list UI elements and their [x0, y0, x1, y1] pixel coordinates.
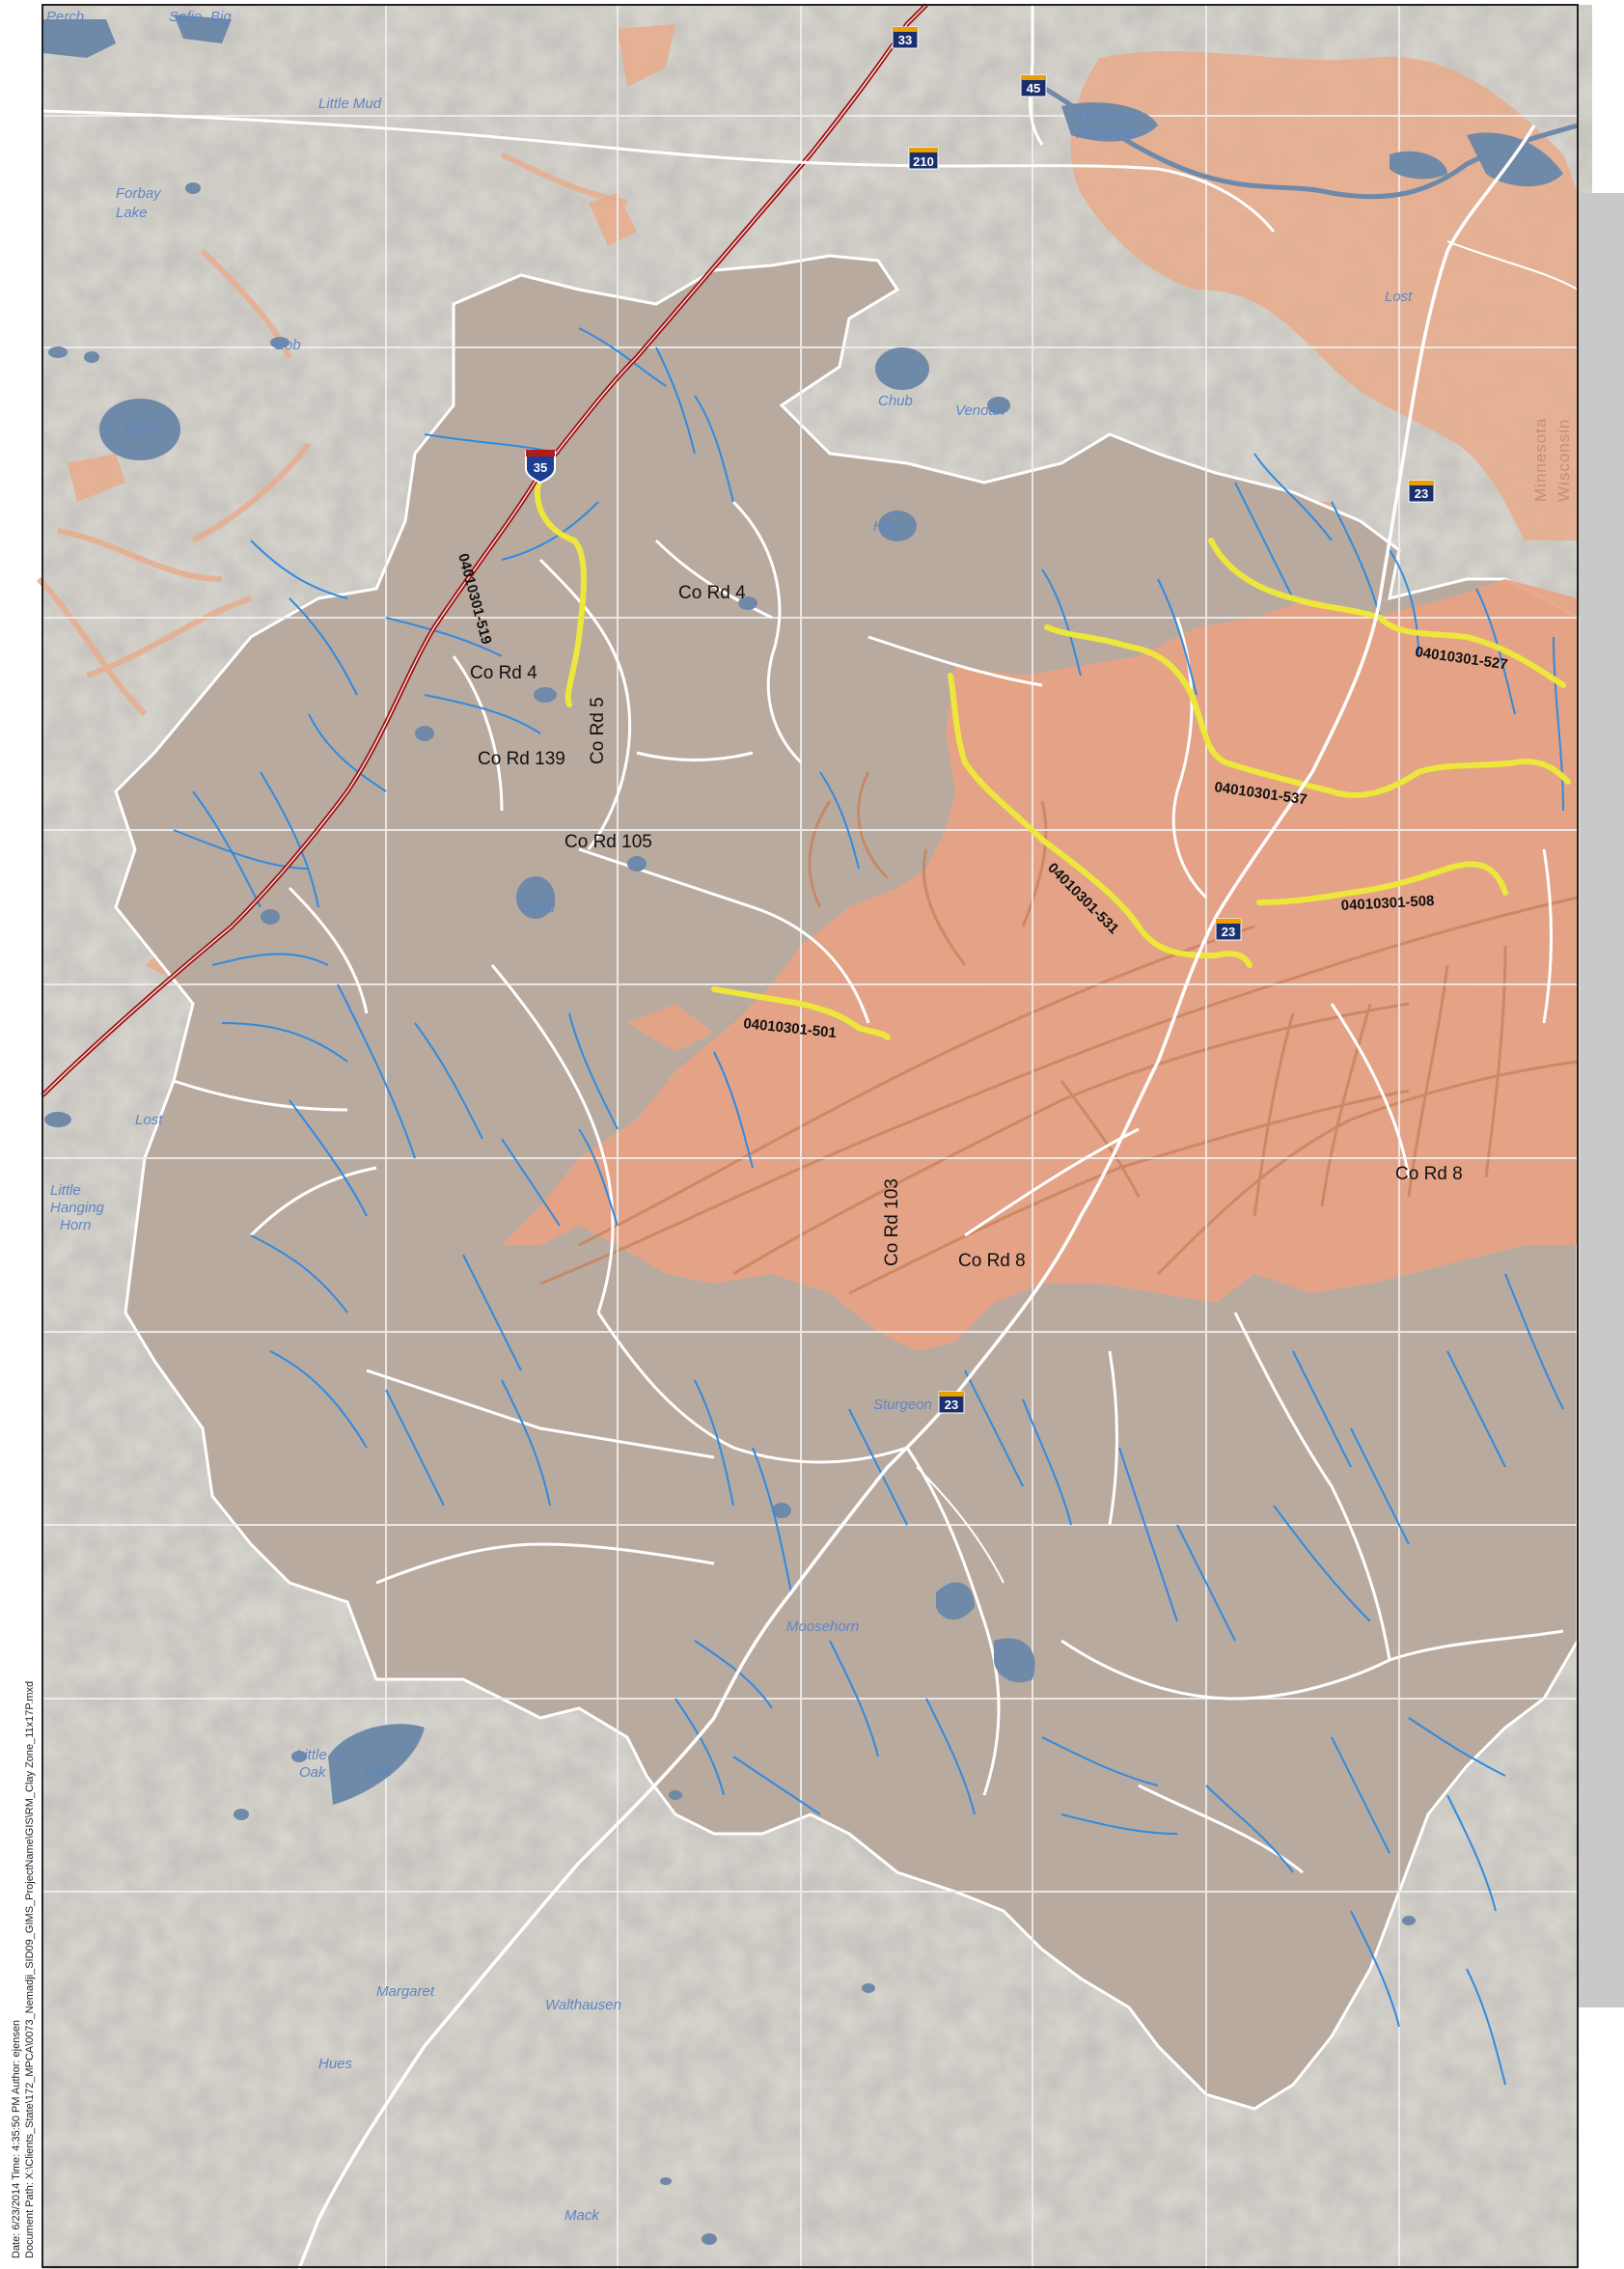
- shield-us23-south[interactable]: 23: [938, 1391, 965, 1414]
- st-louis-river: [1040, 84, 1579, 200]
- water-bodies: [42, 14, 1563, 2245]
- reach-501-line[interactable]: [711, 986, 891, 1040]
- state-label-wisconsin: Wisconsin: [1555, 419, 1573, 502]
- lake-label-little: Little: [50, 1182, 81, 1199]
- reach-519-line[interactable]: [534, 475, 587, 707]
- shield-us45-label: 45: [1027, 81, 1040, 96]
- lake-label-moosehorn: Moosehorn: [786, 1619, 859, 1635]
- lake-label-mack: Mack: [564, 2207, 600, 2224]
- highway-210: [41, 109, 1276, 233]
- credit-line-2: Document Path: X:\Clients_State\172_MPCA…: [24, 1681, 36, 2258]
- state-label-minnesota: Minnesota: [1531, 418, 1550, 502]
- lake-label-walthausen: Walthausen: [545, 1997, 621, 2013]
- shield-i35[interactable]: 35: [525, 450, 556, 484]
- road-label-co-rd-8-center: Co Rd 8: [958, 1251, 1026, 1271]
- map-edge-southeast: [1578, 2007, 1624, 2269]
- lake-label-thomson: Thomson: [1076, 108, 1137, 125]
- reach-label-508[interactable]: 04010301-508: [1340, 893, 1435, 914]
- local-roads: [42, 5, 1578, 2269]
- road-label-co-rd-4-north: Co Rd 4: [678, 583, 746, 603]
- streams: [173, 327, 1564, 2086]
- map-edge-west: [0, 0, 42, 2269]
- impaired-reaches: [534, 475, 1571, 1040]
- credit-line-1: Date: 6/23/2014 Time: 4:35:50 PM Author:…: [11, 2020, 22, 2258]
- shield-us23-mid[interactable]: 23: [1215, 918, 1242, 941]
- shield-us23-south-label: 23: [945, 1397, 958, 1412]
- clay-drainage-outside: [36, 152, 628, 717]
- shield-us210-label: 210: [913, 154, 934, 169]
- road-label-co-rd-139: Co Rd 139: [478, 749, 565, 769]
- shield-us33-label: 33: [898, 33, 912, 47]
- lake-label-venoah: Venoah: [955, 402, 1005, 419]
- lake-label-little-3: Horn: [60, 1217, 92, 1233]
- lake-label-hues: Hues: [318, 2056, 353, 2072]
- lake-label-forbay: Forbay: [116, 185, 162, 202]
- shield-us23-ne[interactable]: 23: [1408, 480, 1435, 503]
- lake-label-sturgeon: Sturgeon: [873, 1397, 932, 1413]
- road-label-co-rd-103: Co Rd 103: [882, 1178, 902, 1266]
- clay-drainage: [539, 771, 1579, 1295]
- lake-label-oak: Oak: [365, 1763, 393, 1780]
- map-edge-east: [1578, 193, 1624, 2027]
- shield-i35-label: 35: [534, 460, 547, 475]
- lake-label-lost-west: Lost: [135, 1112, 163, 1128]
- lake-label-little-oak-2: Oak: [299, 1764, 327, 1781]
- lake-labels: Perch Sofie Big Little Mud Forbay Lake B…: [46, 9, 1413, 2224]
- shield-us23-ne-label: 23: [1415, 486, 1428, 501]
- reach-527-line[interactable]: [1208, 538, 1566, 688]
- shield-us23-mid-label: 23: [1222, 925, 1235, 939]
- shield-us33[interactable]: 33: [892, 26, 919, 49]
- road-label-co-rd-8-east: Co Rd 8: [1395, 1164, 1463, 1184]
- lake-label-thomson-2: Reservoir: [1076, 125, 1139, 142]
- lake-label-little-mud: Little Mud: [318, 96, 382, 112]
- lake-label-lost-east: Lost: [1385, 289, 1413, 305]
- reach-527b-line[interactable]: [1044, 624, 1571, 798]
- reach-531-line[interactable]: [948, 673, 1252, 968]
- map-frame: [41, 4, 1579, 2268]
- road-label-co-rd-4-west: Co Rd 4: [470, 663, 537, 683]
- road-label-co-rd-105: Co Rd 105: [564, 832, 652, 852]
- road-label-co-rd-5: Co Rd 5: [588, 697, 608, 764]
- lake-label-chub: Chub: [878, 393, 913, 409]
- reach-508-line[interactable]: [1256, 861, 1508, 905]
- lake-label-big: Big: [210, 9, 232, 25]
- lake-label-little-2: Hanging: [50, 1200, 105, 1216]
- highways: [41, 3, 1579, 2269]
- road-labels: Co Rd 4 Co Rd 4 Co Rd 5 Co Rd 139 Co Rd …: [470, 583, 1463, 1271]
- lake-label-forbay-2: Lake: [116, 205, 148, 221]
- shield-us210[interactable]: 210: [908, 147, 939, 170]
- lake-label-perch: Perch: [46, 9, 84, 25]
- highway-23: [297, 125, 1536, 2269]
- lake-label-margaret: Margaret: [376, 1983, 435, 2000]
- shield-us45[interactable]: 45: [1020, 74, 1047, 97]
- lake-label-little-oak: Little: [296, 1747, 327, 1763]
- lake-label-sand: Sand: [521, 899, 556, 916]
- lake-label-park: Park: [124, 422, 154, 438]
- lake-label-sofie: Sofie: [169, 9, 202, 25]
- lake-label-bob: Bob: [275, 337, 301, 353]
- lake-label-hay: Hay: [873, 518, 900, 535]
- clay-zone-west-lobe: [627, 1004, 714, 1052]
